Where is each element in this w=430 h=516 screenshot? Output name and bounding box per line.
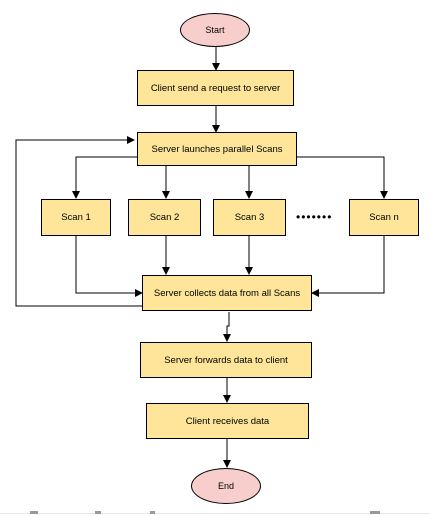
start-node: Start xyxy=(180,13,250,47)
more-scans-ellipsis: ••••••• xyxy=(296,210,333,224)
scan-1-node: Scan 1 xyxy=(41,199,111,236)
connector-collect-to-forward xyxy=(223,312,231,342)
receive-node: Client receives data xyxy=(146,403,309,439)
launch-node: Server launches parallel Scans xyxy=(137,132,297,166)
scan-2-node: Scan 2 xyxy=(128,199,201,236)
cropped-text-strip xyxy=(0,511,430,514)
scan-n-node: Scan n xyxy=(349,199,419,236)
forward-node: Server forwards data to client xyxy=(140,342,312,378)
scan-3-node: Scan 3 xyxy=(213,199,286,236)
connector-scann-to-collect xyxy=(311,236,385,297)
connector-launch-to-scan1 xyxy=(72,156,137,199)
request-node: Client send a request to server xyxy=(137,70,294,106)
connector-scan1-to-collect xyxy=(75,236,143,297)
connector-loop-collect-to-launch xyxy=(15,136,142,307)
connector-launch-to-scann xyxy=(297,156,388,199)
end-node: End xyxy=(191,468,261,504)
collect-node: Server collects data from all Scans xyxy=(142,275,312,311)
